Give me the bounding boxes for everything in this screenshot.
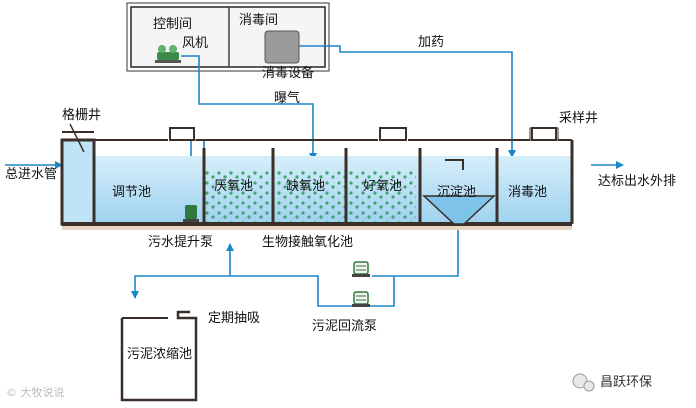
sedimentation-tank-label: 沉淀池 [437,185,476,200]
sampling-well-label: 采样井 [559,111,598,126]
tank-body [62,127,574,230]
disinfect-room-label: 消毒间 [239,13,278,28]
brand-name: 昌跃环保 [600,375,652,390]
disinfection-tank-label: 消毒池 [508,185,547,200]
sewage-lift-pump-label: 污水提升泵 [148,234,213,250]
grille-well-label: 格栅井 [62,107,101,123]
sewage-lift-pump-icon [183,205,199,222]
bio-contact-oxidation-label: 生物接触氧化池 [262,234,353,250]
periodic-pumping-label: 定期抽吸 [208,311,260,326]
aerobic-tank-label: 好氧池 [363,179,402,194]
disinfect-equipment-icon [264,30,300,64]
blower-icon [155,45,181,63]
dosing-label: 加药 [418,35,444,50]
sludge-return-pump-icon-2 [352,291,370,307]
regulating-tank-label: 调节池 [112,185,151,200]
control-room-label: 控制间 [153,17,192,32]
blower-label: 风机 [182,36,208,51]
anaerobic-tank-label: 厌氧池 [214,179,253,194]
aeration-label: 曝气 [274,90,300,106]
anoxic-tank-label: 缺氧池 [286,179,325,194]
sludge-return-pump-label: 污泥回流泵 [312,319,377,334]
main-inlet-label: 总进水管 [5,167,57,182]
brand-logo-icon [572,373,595,392]
sludge-return-pump-icon-1 [352,261,370,277]
disinfect-equipment-label: 消毒设备 [262,65,314,81]
outlet-label: 达标出水外排 [598,174,676,189]
watermark: © 大牧说说 [6,385,65,399]
sludge-thickener [120,310,198,402]
sludge-thickener-label: 污泥浓缩池 [127,346,192,362]
grille-well [60,123,96,226]
